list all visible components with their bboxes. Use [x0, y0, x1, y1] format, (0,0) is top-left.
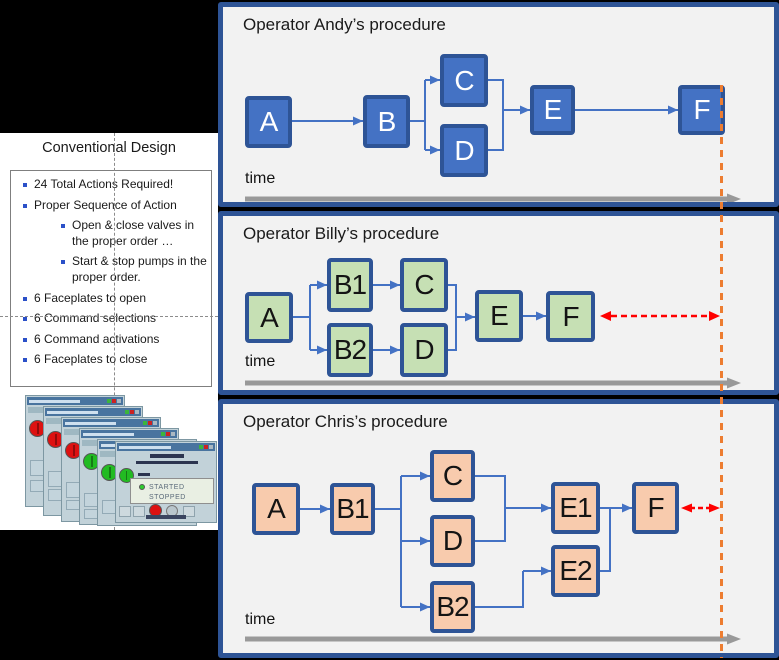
node-F: F [546, 291, 595, 342]
time-label: time [245, 611, 276, 628]
conventional-design-section: Conventional Design 24 Total Actions Req… [0, 133, 218, 530]
list-item: 6 Faceplates to open [11, 291, 209, 307]
faceplate-window-front: STARTED STOPPED [115, 441, 217, 523]
node-B1: B1 [330, 483, 375, 535]
faceplate-titlebar [81, 430, 177, 438]
list-item: Open & close valves in the proper order … [11, 218, 209, 249]
node-B1: B1 [327, 258, 373, 312]
panel-title: Operator Chris’s procedure [243, 412, 448, 431]
node-B2: B2 [430, 581, 475, 633]
node-D: D [430, 515, 475, 567]
node-A: A [245, 96, 292, 148]
node-E1: E1 [551, 482, 600, 534]
status-panel: STARTED STOPPED [130, 478, 214, 504]
bullet-icon [23, 317, 27, 322]
node-B: B [363, 95, 410, 148]
time-axis-arrow [245, 193, 741, 202]
list-item: 24 Total Actions Required! [11, 177, 209, 193]
titlebar-buttons-icon [143, 421, 157, 425]
panel-title: Operator Billy’s procedure [243, 224, 440, 243]
titlebar-text [47, 410, 98, 414]
list-item-text: 24 Total Actions Required! [34, 177, 174, 191]
billy-procedure-panel: Operator Billy’s procedure [218, 211, 779, 395]
bullet-icon [61, 260, 65, 265]
time-label: time [245, 170, 276, 187]
titlebar-buttons-icon [199, 445, 213, 449]
stopped-label: STOPPED [149, 494, 186, 501]
started-label: STARTED [149, 484, 185, 491]
node-F: F [632, 482, 679, 534]
list-item: 6 Faceplates to close [11, 352, 209, 368]
dashed-guide-vertical [114, 133, 115, 530]
titlebar-buttons-icon [161, 432, 175, 436]
chris-procedure-panel: Operator Chris’s procedure [218, 399, 779, 658]
node-E: E [475, 290, 523, 342]
time-axis-arrow [245, 377, 741, 389]
faceplate-tag-text [150, 454, 184, 458]
node-E2: E2 [551, 545, 600, 597]
titlebar-text [29, 399, 80, 403]
delta-time-arrow [600, 311, 720, 321]
list-item-text: 6 Faceplates to close [34, 352, 148, 367]
conventional-design-title: Conventional Design [42, 140, 176, 156]
list-item-text: 6 Faceplates to open [34, 290, 147, 305]
command-button [119, 506, 131, 517]
time-axis-arrow [245, 633, 741, 645]
conventional-design-list: 24 Total Actions Required! Proper Sequen… [10, 170, 212, 387]
valve-closed-indicator-icon [65, 442, 82, 459]
indicator-label [138, 473, 150, 476]
bullet-icon [23, 358, 27, 363]
node-B2: B2 [327, 323, 373, 377]
list-item-text: Open & close valves in the proper order … [72, 218, 195, 248]
titlebar-text [83, 432, 134, 436]
chris-flow-connectors [245, 471, 741, 645]
bullet-icon [23, 203, 27, 208]
faceplate-description-text [136, 461, 198, 464]
node-D: D [400, 323, 448, 377]
command-button [183, 506, 195, 517]
time-label: time [245, 353, 276, 370]
bullet-icon [23, 337, 27, 342]
titlebar-buttons-icon [107, 399, 121, 403]
command-button [133, 506, 145, 517]
node-E: E [530, 85, 575, 135]
node-C: C [430, 450, 475, 502]
node-A: A [252, 483, 300, 535]
andy-flow-connectors [245, 75, 741, 202]
node-C: C [440, 54, 488, 107]
delta-time-arrow [681, 503, 720, 513]
panel-title: Operator Andy’s procedure [243, 15, 446, 34]
bullet-icon [23, 296, 27, 301]
list-item: 6 Command activations [11, 332, 209, 348]
faceplate-titlebar [63, 419, 159, 427]
list-item-text: Proper Sequence of Action [34, 197, 177, 212]
andy-procedure-panel: Operator Andy’s procedure [218, 2, 779, 207]
list-item-text: 6 Command selections [34, 311, 157, 326]
deadline-dashed-line [720, 85, 723, 658]
list-item: Proper Sequence of Action [11, 198, 209, 214]
list-item: Start & stop pumps in the proper order. [11, 254, 209, 285]
node-A: A [245, 292, 293, 343]
titlebar-text [65, 421, 116, 425]
faceplate-titlebar [27, 397, 123, 405]
titlebar-buttons-icon [125, 410, 139, 414]
node-F: F [678, 85, 725, 135]
titlebar-text [119, 445, 171, 449]
list-item: 6 Command selections [11, 311, 209, 327]
valve-open-indicator-icon [83, 453, 100, 470]
faceplate-footer-text [146, 515, 186, 519]
node-D: D [440, 124, 488, 177]
faceplate-titlebar [45, 408, 141, 416]
list-item-text: Start & stop pumps in the proper order. [72, 254, 207, 284]
dashed-guide-horizontal [0, 316, 218, 317]
node-C: C [400, 258, 448, 312]
list-item-text: 6 Command activations [34, 331, 160, 346]
started-status-dot-icon [139, 484, 145, 490]
bullet-icon [23, 183, 27, 187]
bullet-icon [61, 224, 65, 229]
billy-flow-connectors [245, 280, 741, 389]
faceplate-titlebar [117, 443, 215, 451]
